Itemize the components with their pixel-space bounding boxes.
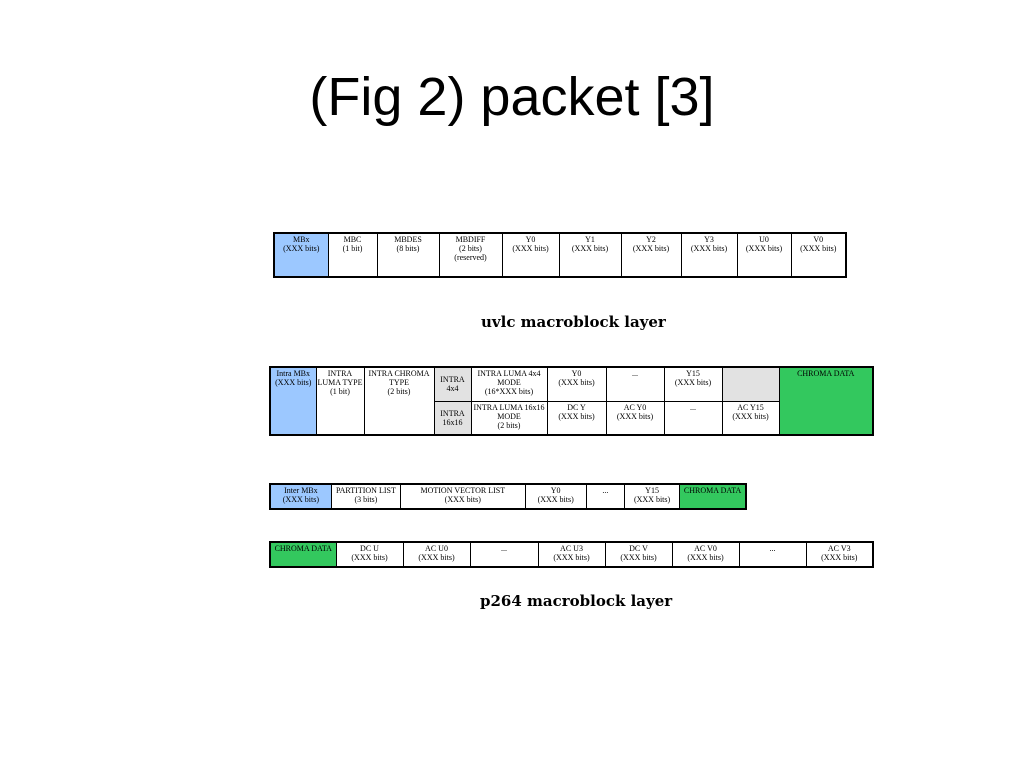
intra-chroma-data-cell: CHROMA DATA	[778, 366, 874, 436]
uvlc-caption: uvlc macroblock layer	[481, 313, 666, 331]
intra-macroblock-table: Intra MBx (XXX bits) INTRA LUMA TYPE (1 …	[269, 366, 874, 436]
inter-mbx-cell: Inter MBx (XXX bits)	[269, 483, 332, 510]
chroma-ac-v0-cell: AC V0 (XXX bits)	[671, 541, 740, 568]
intra-chroma-type-cell: INTRA CHROMA TYPE (2 bits)	[363, 366, 435, 436]
p264-caption: p264 macroblock layer	[480, 592, 673, 610]
uvlc-cell-v0: V0 (XXX bits)	[790, 232, 847, 278]
chroma-dots-cell-1: ...	[469, 541, 539, 568]
chroma-dc-v-cell: DC V (XXX bits)	[604, 541, 673, 568]
inter-y15-cell: Y15 (XXX bits)	[623, 483, 681, 510]
chroma-ac-u3-cell: AC U3 (XXX bits)	[537, 541, 606, 568]
intra-y0-cell: Y0 (XXX bits)	[546, 366, 607, 402]
intra-luma-16x16-mode-cell: INTRA LUMA 16x16 MODE (2 bits)	[470, 400, 548, 436]
uvlc-cell-y0: Y0 (XXX bits)	[501, 232, 560, 278]
intra-dots-cell: ...	[605, 366, 665, 402]
inter-partition-list-cell: PARTITION LIST (3 bits)	[330, 483, 402, 510]
slide-title: (Fig 2) packet [3]	[309, 67, 715, 127]
intra-16x16-cell: INTRA 16x16	[433, 400, 472, 436]
uvlc-macroblock-table: MBx (XXX bits) MBC (1 bit) MBDES (8 bits…	[273, 232, 847, 278]
inter-dots-cell: ...	[585, 483, 625, 510]
inter-motion-vector-list-cell: MOTION VECTOR LIST (XXX bits)	[400, 483, 526, 510]
intra-dc-y-cell: DC Y (XXX bits)	[546, 400, 607, 436]
inter-y0-cell: Y0 (XXX bits)	[524, 483, 587, 510]
intra-ac-y0-cell: AC Y0 (XXX bits)	[605, 400, 665, 436]
uvlc-cell-mbc: MBC (1 bit)	[327, 232, 378, 278]
uvlc-cell-mbdiff: MBDIFF (2 bits) (reserved)	[438, 232, 503, 278]
inter-macroblock-table: Inter MBx (XXX bits) PARTITION LIST (3 b…	[269, 483, 747, 510]
intra-luma-type-cell: INTRA LUMA TYPE (1 bit)	[315, 366, 365, 436]
chroma-row-chroma-data-cell: CHROMA DATA	[269, 541, 337, 568]
uvlc-cell-y2: Y2 (XXX bits)	[620, 232, 682, 278]
chroma-dots-cell-2: ...	[738, 541, 807, 568]
intra-mbx-cell: Intra MBx (XXX bits)	[269, 366, 317, 436]
intra-4x4-cell: INTRA 4x4	[433, 366, 472, 402]
intra-ac-y15-cell: AC Y15 (XXX bits)	[721, 400, 780, 436]
intra-luma-4x4-mode-cell: INTRA LUMA 4x4 MODE (16*XXX bits)	[470, 366, 548, 402]
uvlc-cell-y1: Y1 (XXX bits)	[558, 232, 622, 278]
intra-grey-cell	[721, 366, 780, 402]
chroma-ac-v3-cell: AC V3 (XXX bits)	[805, 541, 874, 568]
intra-y15-cell: Y15 (XXX bits)	[663, 366, 723, 402]
uvlc-cell-u0: U0 (XXX bits)	[736, 232, 792, 278]
intra-dots-cell-2: ...	[663, 400, 723, 436]
chroma-dc-u-cell: DC U (XXX bits)	[335, 541, 404, 568]
uvlc-cell-y3: Y3 (XXX bits)	[680, 232, 738, 278]
chroma-data-table: CHROMA DATA DC U (XXX bits) AC U0 (XXX b…	[269, 541, 874, 568]
uvlc-cell-mbdes: MBDES (8 bits)	[376, 232, 440, 278]
chroma-ac-u0-cell: AC U0 (XXX bits)	[402, 541, 471, 568]
inter-chroma-data-cell: CHROMA DATA	[679, 483, 747, 510]
uvlc-cell-mbx: MBx (XXX bits)	[273, 232, 329, 278]
